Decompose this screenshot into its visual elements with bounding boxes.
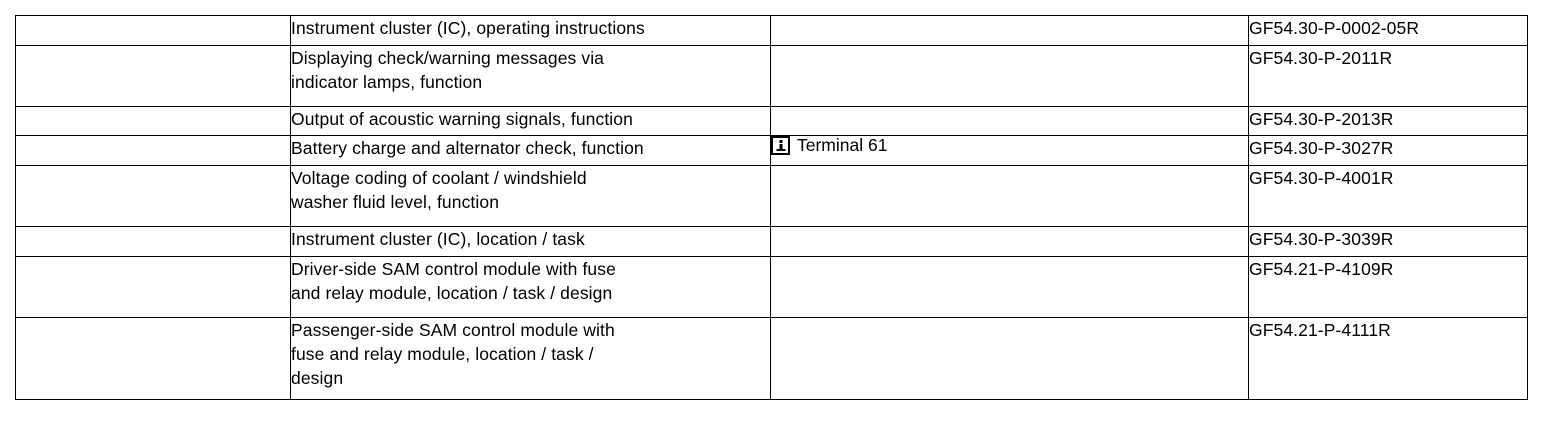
table-row: Battery charge and alternator check, fun… [15, 135, 1528, 166]
row-marker-cell [15, 45, 291, 107]
description-line: washer fluid level, function [291, 192, 500, 212]
document-number-cell: GF54.30-P-0002-05R [1248, 15, 1528, 46]
description-cell: Battery charge and alternator check, fun… [290, 135, 771, 166]
table-row: Voltage coding of coolant / windshield w… [15, 165, 1528, 227]
note-cell [770, 256, 1249, 318]
table-body: Instrument cluster (IC), operating instr… [15, 15, 1528, 400]
table-row: Output of acoustic warning signals, func… [15, 106, 1528, 136]
description-line: fuse and relay module, location / task / [291, 344, 594, 364]
row-marker-cell [15, 317, 291, 400]
document-number-cell: GF54.30-P-2011R [1248, 45, 1528, 107]
document-number-cell: GF54.30-P-4001R [1248, 165, 1528, 227]
row-marker-cell [15, 106, 291, 136]
row-marker-cell [15, 15, 291, 46]
table-row: Passenger-side SAM control module with f… [15, 317, 1528, 400]
description-line: Instrument cluster (IC), location / task [291, 229, 585, 249]
note-cell [770, 226, 1249, 257]
table-row: Instrument cluster (IC), location / task… [15, 226, 1528, 257]
row-marker-cell [15, 135, 291, 166]
description-line: Driver-side SAM control module with fuse [291, 259, 616, 279]
note-cell [770, 15, 1249, 46]
description-cell: Instrument cluster (IC), location / task [290, 226, 771, 257]
description-line: Passenger-side SAM control module with [291, 320, 615, 340]
description-cell: Output of acoustic warning signals, func… [290, 106, 771, 136]
document-number-cell: GF54.21-P-4111R [1248, 317, 1528, 400]
table-row: Displaying check/warning messages via in… [15, 45, 1528, 107]
row-marker-cell [15, 256, 291, 318]
description-line: Instrument cluster (IC), operating instr… [291, 18, 645, 38]
description-line: Output of acoustic warning signals, func… [291, 109, 633, 129]
note-cell [770, 317, 1249, 400]
note-cell [770, 165, 1249, 227]
document-number-cell: GF54.30-P-3027R [1248, 135, 1528, 166]
document-number-cell: GF54.30-P-3039R [1248, 226, 1528, 257]
note-cell: Terminal 61 [770, 135, 1249, 166]
table-row: Instrument cluster (IC), operating instr… [15, 15, 1528, 46]
description-cell: Voltage coding of coolant / windshield w… [290, 165, 771, 227]
description-line: and relay module, location / task / desi… [291, 283, 613, 303]
description-line: design [291, 368, 344, 388]
description-cell: Instrument cluster (IC), operating instr… [290, 15, 771, 46]
description-cell: Driver-side SAM control module with fuse… [290, 256, 771, 318]
description-line: indicator lamps, function [291, 72, 483, 92]
note-cell [770, 45, 1249, 107]
row-marker-cell [15, 226, 291, 257]
description-line: Displaying check/warning messages via [291, 48, 605, 68]
document-number-cell: GF54.30-P-2013R [1248, 106, 1528, 136]
description-cell: Passenger-side SAM control module with f… [290, 317, 771, 400]
description-cell: Displaying check/warning messages via in… [290, 45, 771, 107]
document-reference-table: Instrument cluster (IC), operating instr… [15, 15, 1528, 400]
description-line: Voltage coding of coolant / windshield [291, 168, 587, 188]
description-line: Battery charge and alternator check, fun… [291, 138, 644, 158]
note-content: Terminal 61 [771, 136, 1248, 155]
row-marker-cell [15, 165, 291, 227]
info-icon [771, 136, 790, 155]
document-number-cell: GF54.21-P-4109R [1248, 256, 1528, 318]
note-label: Terminal 61 [797, 135, 888, 155]
note-cell [770, 106, 1249, 136]
table-row: Driver-side SAM control module with fuse… [15, 256, 1528, 318]
